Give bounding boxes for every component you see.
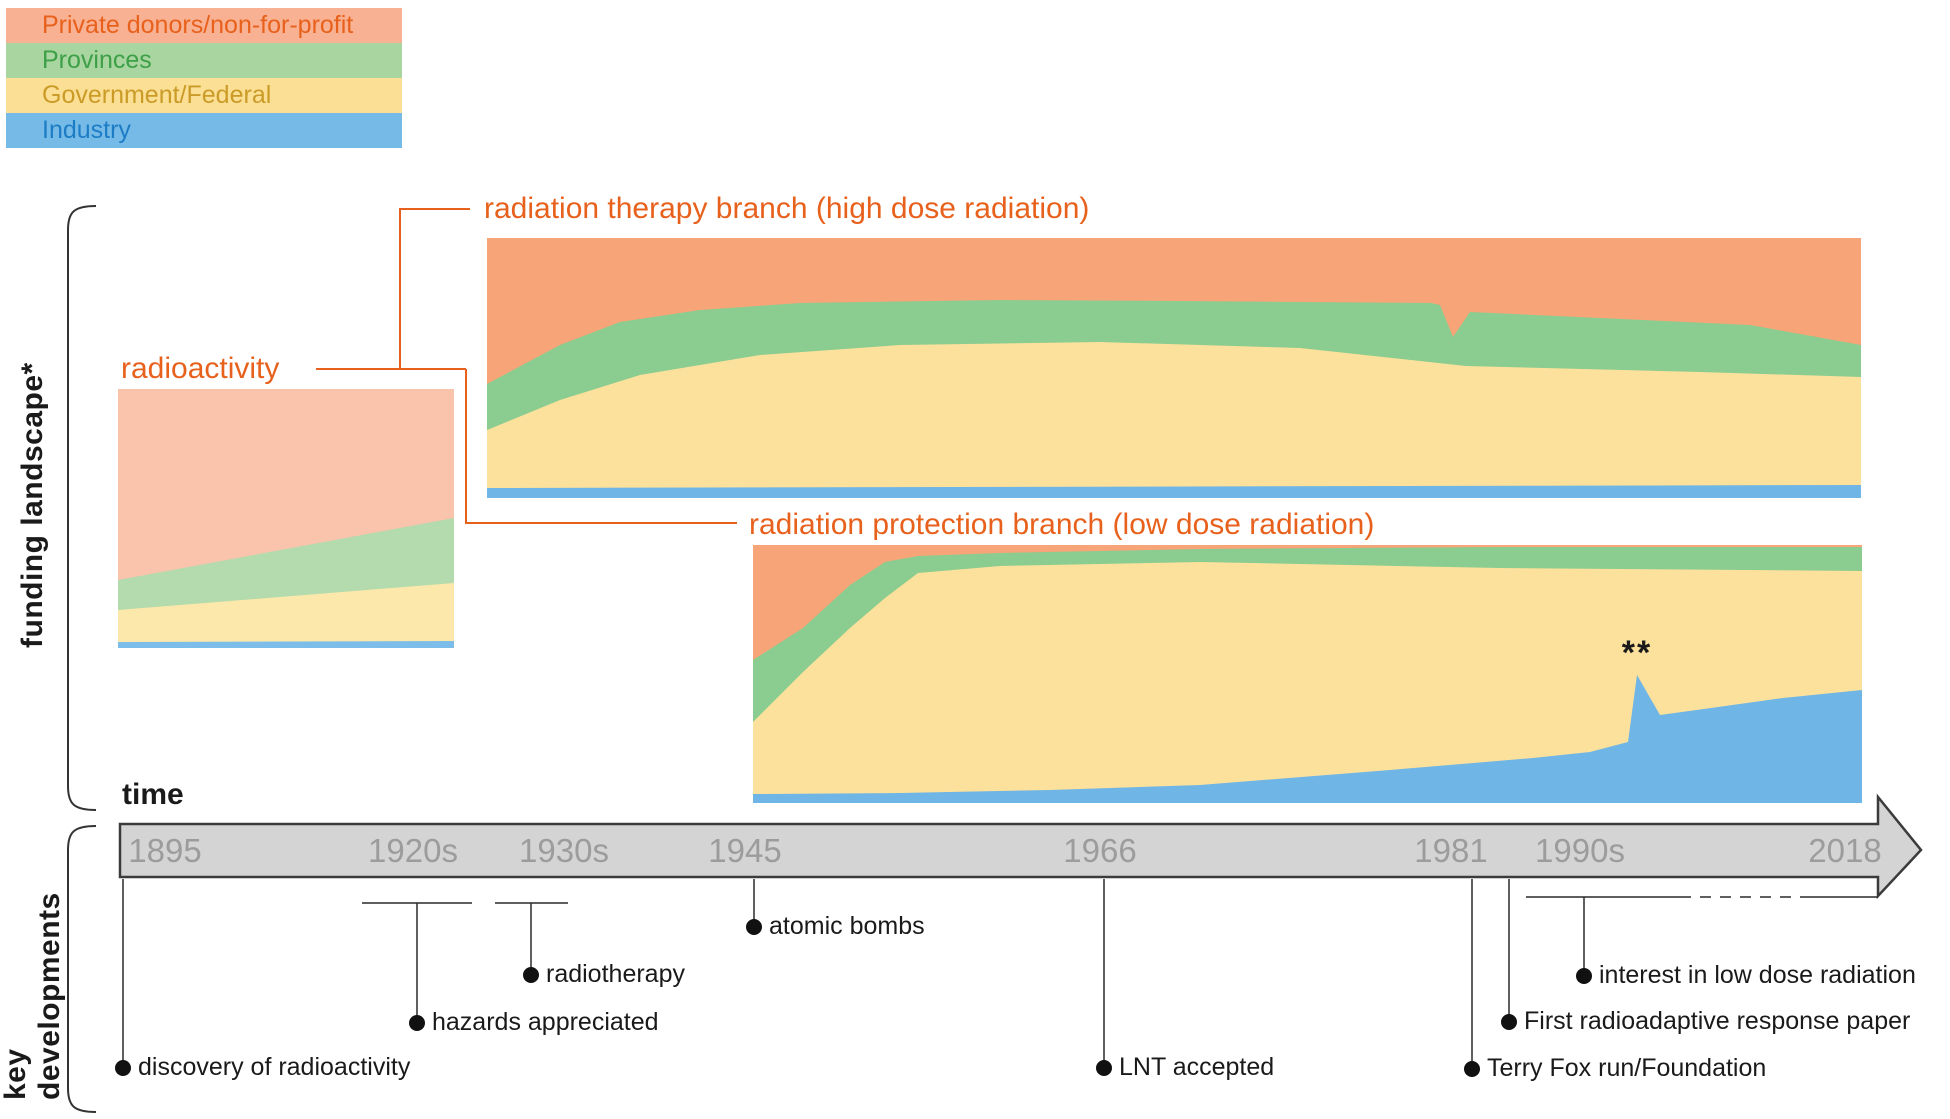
therapy-area-government xyxy=(487,342,1861,498)
timeline-tick-1990s: 1990s xyxy=(1535,832,1625,869)
event-dot-low-dose xyxy=(1576,968,1592,984)
event-dot-atomic-bombs xyxy=(746,919,762,935)
timeline-tick-1945: 1945 xyxy=(708,832,782,869)
key-developments-bracket xyxy=(67,825,97,1113)
industry-spike-annotation: ** xyxy=(1621,634,1653,672)
legend-item-private-donors: Private donors/non-for-profit xyxy=(6,8,402,43)
event-label-atomic-bombs: atomic bombs xyxy=(769,912,925,940)
legend: Private donors/non-for-profit Provinces … xyxy=(6,8,402,148)
key-developments-axis-label: key developments xyxy=(0,892,66,1100)
timeline-tick-1930s: 1930s xyxy=(519,832,609,869)
radioactivity-area-industry xyxy=(118,641,454,648)
event-dot-hazards xyxy=(409,1015,425,1031)
protection-area-government xyxy=(753,562,1862,803)
timeline-tick-1966: 1966 xyxy=(1063,832,1137,869)
funding-landscape-axis-label: funding landscape* xyxy=(16,362,49,648)
protection-area-industry xyxy=(753,675,1862,803)
event-label-hazards: hazards appreciated xyxy=(432,1008,659,1036)
radioactivity-area-government xyxy=(118,583,454,648)
therapy-branch-chart-title: radiation therapy branch (high dose radi… xyxy=(484,192,1090,225)
event-label-discovery: discovery of radioactivity xyxy=(138,1053,411,1081)
event-dot-terry-fox xyxy=(1464,1061,1480,1077)
timeline-tick-2018: 2018 xyxy=(1808,832,1882,869)
funding-landscape-bracket xyxy=(67,205,97,811)
event-label-lnt: LNT accepted xyxy=(1119,1053,1275,1081)
timeline-tick-1981: 1981 xyxy=(1414,832,1488,869)
event-dot-radiotherapy xyxy=(523,967,539,983)
timeline-tick-1920s: 1920s xyxy=(368,832,458,869)
chart-connector-line-1 xyxy=(399,208,470,369)
radioactivity-chart-title: radioactivity xyxy=(121,352,280,385)
event-label-terry-fox: Terry Fox run/Foundation xyxy=(1487,1054,1767,1082)
legend-item-government: Government/Federal xyxy=(6,78,402,113)
event-dot-discovery xyxy=(115,1060,131,1076)
protection-branch-chart-title: radiation protection branch (low dose ra… xyxy=(749,508,1375,541)
time-axis-label: time xyxy=(122,778,184,811)
event-label-low-dose: interest in low dose radiation xyxy=(1599,961,1916,989)
therapy-chart xyxy=(487,238,1861,498)
event-label-first-paper: First radioadaptive response paper xyxy=(1524,1007,1911,1035)
event-label-radiotherapy: radiotherapy xyxy=(546,960,685,988)
legend-item-industry: Industry xyxy=(6,113,402,148)
therapy-area-industry xyxy=(487,485,1861,498)
protection-chart xyxy=(753,545,1862,803)
radioactivity-chart xyxy=(118,389,454,648)
legend-item-provinces: Provinces xyxy=(6,43,402,78)
event-dot-first-paper xyxy=(1501,1014,1517,1030)
event-dot-lnt xyxy=(1096,1060,1112,1076)
timeline-tick-1895: 1895 xyxy=(128,832,202,869)
